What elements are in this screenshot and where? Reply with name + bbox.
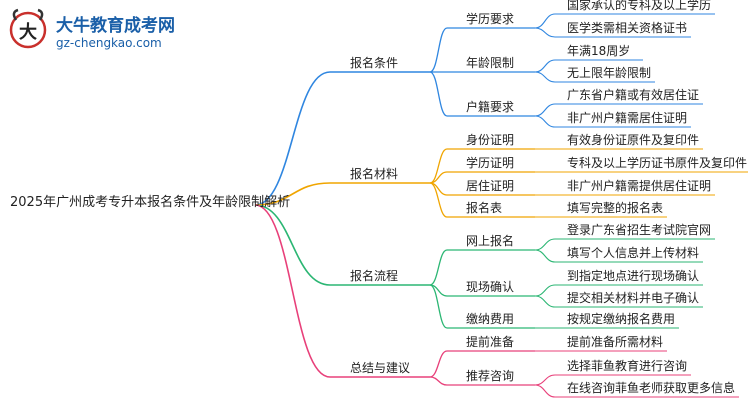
leaf-label: 填写完整的报名表 <box>567 201 664 215</box>
sub-topic-label: 提前准备 <box>466 335 515 349</box>
branch-label: 总结与建议 <box>350 361 411 375</box>
sub-topic-label: 年龄限制 <box>466 56 515 70</box>
leaf-label: 非广州户籍需提供居住证明 <box>567 179 712 193</box>
sub-topic-label: 户籍要求 <box>466 100 515 114</box>
sub-topic-label: 报名表 <box>466 201 503 215</box>
bull-logo-icon: 大 <box>9 8 47 49</box>
brand-url: gz-chengkao.com <box>56 36 162 50</box>
leaf-label: 医学类需相关资格证书 <box>567 21 688 35</box>
leaf-label: 选择菲鱼教育进行咨询 <box>567 359 688 373</box>
leaf-label: 国家承认的专科及以上学历 <box>567 0 712 12</box>
leaf-label: 在线咨询菲鱼老师获取更多信息 <box>567 381 736 395</box>
leaf-label: 提前准备所需材料 <box>567 335 664 349</box>
sub-topic-label: 现场确认 <box>466 280 515 294</box>
sub-topic-label: 学历证明 <box>466 156 515 170</box>
leaf-label: 非广州户籍需居住证明 <box>567 111 688 125</box>
brand-name: 大牛教育成考网 <box>56 16 175 36</box>
leaf-label: 有效身份证原件及复印件 <box>567 133 700 147</box>
branch-label: 报名条件 <box>350 56 399 70</box>
sub-topic-label: 缴纳费用 <box>466 312 515 326</box>
leaf-label: 广东省户籍或有效居住证 <box>567 88 700 102</box>
leaf-label: 登录广东省招生考试院官网 <box>567 223 712 237</box>
root-topic: 2025年广州成考专升本报名条件及年龄限制解析 <box>10 195 291 210</box>
leaf-label: 年满18周岁 <box>567 44 631 58</box>
sub-topic-label: 学历要求 <box>466 12 515 26</box>
leaf-label: 专科及以上学历证书原件及复印件 <box>567 156 748 170</box>
sub-topic-label: 网上报名 <box>466 234 515 248</box>
leaf-label: 无上限年龄限制 <box>567 66 652 80</box>
leaf-label: 到指定地点进行现场确认 <box>567 269 700 283</box>
svg-text:大: 大 <box>19 21 37 43</box>
leaf-label: 提交相关材料并电子确认 <box>567 291 700 305</box>
branch-label: 报名材料 <box>350 167 399 181</box>
leaf-label: 按规定缴纳报名费用 <box>567 312 676 326</box>
branch-label: 报名流程 <box>350 269 399 283</box>
sub-topic-label: 推荐咨询 <box>466 369 515 383</box>
leaf-label: 填写个人信息并上传材料 <box>567 246 700 260</box>
sub-topic-label: 身份证明 <box>466 133 515 147</box>
sub-topic-label: 居住证明 <box>466 179 515 193</box>
brand-logo: 大 大牛教育成考网 gz-chengkao.com <box>8 8 208 58</box>
